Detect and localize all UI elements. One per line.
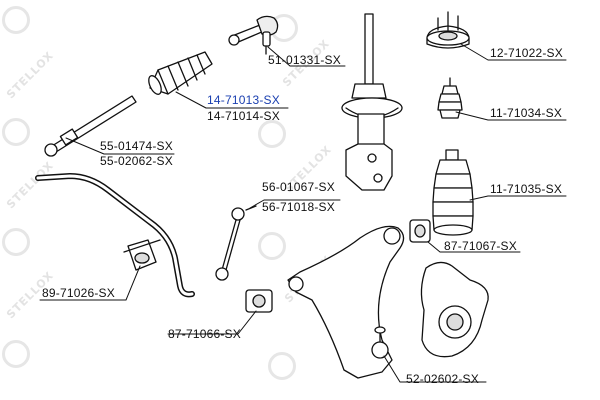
- tie-rod-end-part[interactable]: [228, 15, 279, 55]
- stellox-logo-mark: [258, 232, 286, 260]
- stellox-logo-mark: [258, 120, 286, 148]
- part-number-label[interactable]: 56-71018-SX: [262, 200, 335, 214]
- stellox-logo-mark: [2, 228, 30, 256]
- stabilizer-link-part[interactable]: [215, 205, 257, 281]
- shock-absorber-strut: [341, 13, 403, 191]
- stabilizer-bushing-part[interactable]: [123, 239, 161, 271]
- strut-mount-part[interactable]: [426, 11, 470, 49]
- part-number-label[interactable]: 89-71026-SX: [42, 286, 115, 300]
- part-number-label-highlighted[interactable]: 14-71013-SX: [207, 93, 280, 107]
- stellox-logo-mark: [2, 118, 30, 146]
- part-number-label[interactable]: 11-71035-SX: [490, 182, 563, 196]
- inner-tie-rod-part[interactable]: [44, 95, 137, 157]
- steering-rack-boot-part[interactable]: [146, 51, 213, 96]
- part-number-label[interactable]: 56-01067-SX: [262, 180, 335, 194]
- part-number-label[interactable]: 87-71066-SX: [168, 327, 241, 341]
- leader-lines: [39, 43, 567, 383]
- part-number-label[interactable]: 52-02602-SX: [406, 372, 479, 386]
- part-number-label[interactable]: 51-01331-SX: [268, 53, 341, 67]
- part-number-label[interactable]: 55-01474-SX: [100, 139, 173, 153]
- control-arm-bushing-rear-part[interactable]: [245, 289, 273, 313]
- stellox-logo-mark: [268, 352, 296, 380]
- bump-stop-part[interactable]: [437, 77, 463, 119]
- part-number-label[interactable]: 12-71022-SX: [490, 46, 563, 60]
- part-number-label[interactable]: 14-71014-SX: [207, 109, 280, 123]
- ball-joint-part[interactable]: [371, 326, 389, 359]
- stellox-logo-mark: [2, 340, 30, 368]
- lower-control-arm: [287, 225, 405, 379]
- dust-boot-part[interactable]: [432, 149, 474, 236]
- stellox-logo-mark: [2, 6, 30, 34]
- control-arm-bushing-front-part[interactable]: [409, 219, 431, 243]
- stabilizer-bar: [35, 173, 195, 298]
- part-number-label[interactable]: 87-71067-SX: [444, 239, 517, 253]
- part-number-label[interactable]: 11-71034-SX: [490, 106, 563, 120]
- steering-knuckle: [420, 261, 489, 358]
- part-number-label[interactable]: 55-02062-SX: [100, 154, 173, 168]
